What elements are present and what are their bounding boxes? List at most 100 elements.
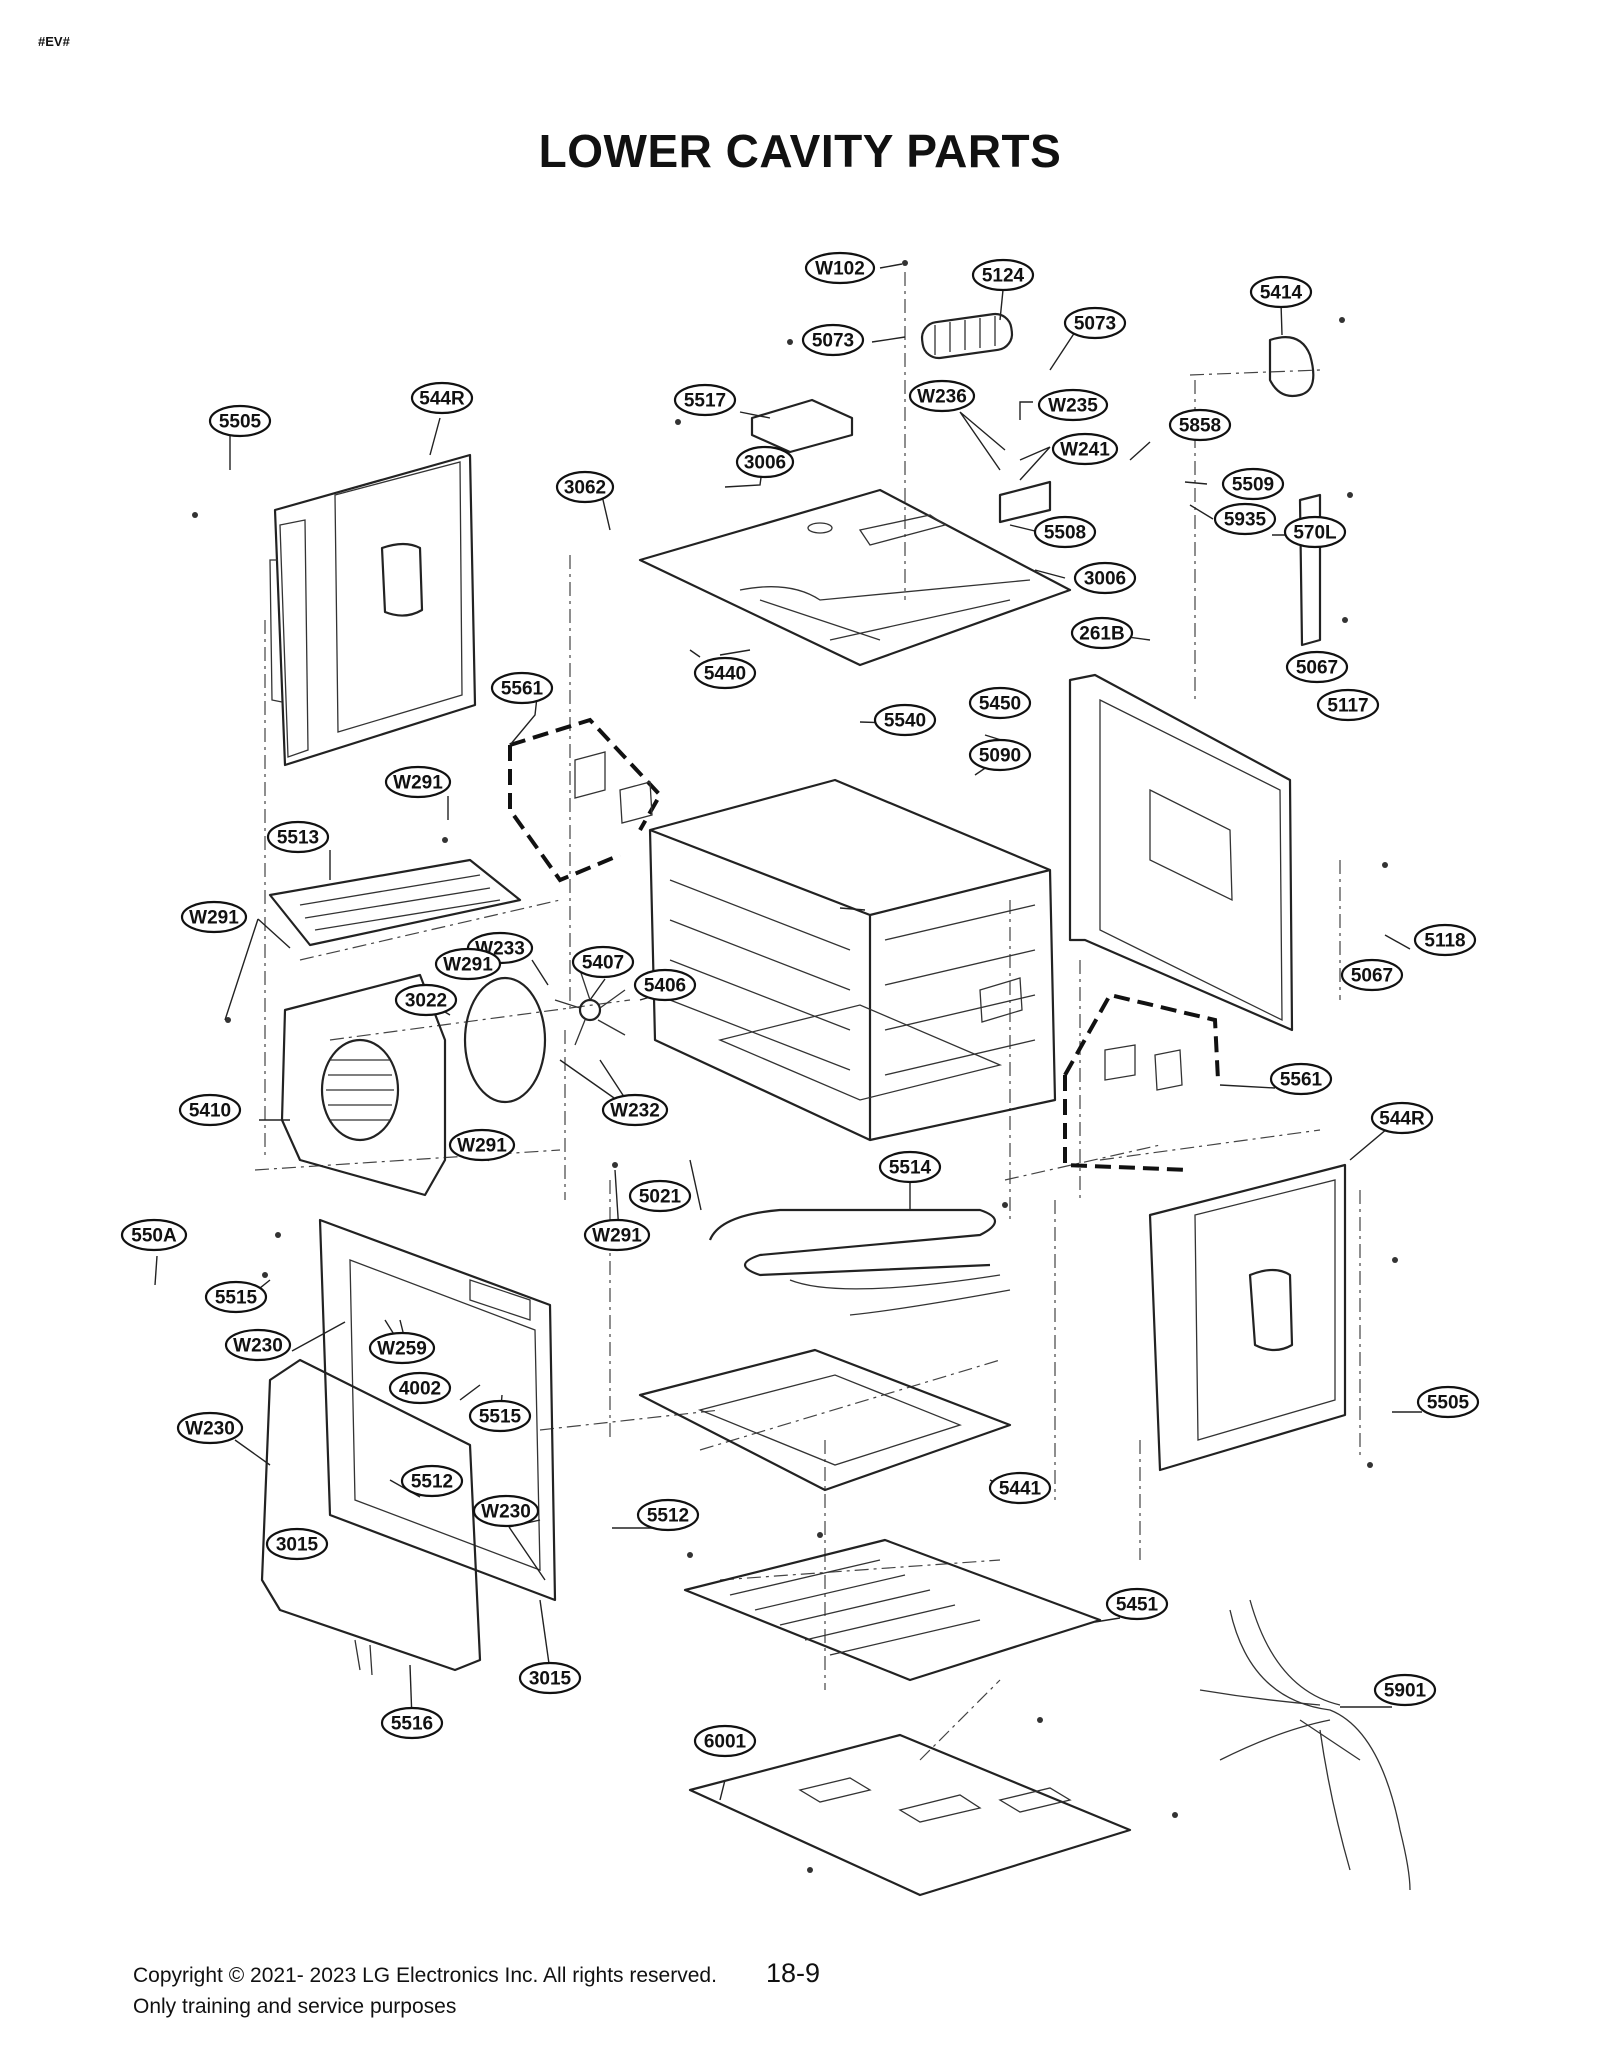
svg-text:5067: 5067 [1351, 966, 1393, 987]
convection-motor-5124 [920, 312, 1014, 360]
callout-5073: 5073 [801, 323, 865, 357]
svg-text:W102: W102 [815, 259, 865, 280]
callout-5858: 5858 [1168, 408, 1232, 442]
igniter-left [574, 751, 653, 824]
svg-text:544R: 544R [419, 389, 465, 410]
svg-text:5513: 5513 [277, 828, 319, 849]
callout-w259: W259 [368, 1331, 436, 1365]
callout-5067: 5067 [1340, 958, 1404, 992]
callout-w235: W235 [1037, 388, 1109, 422]
callout-5090: 5090 [968, 738, 1032, 772]
svg-text:5561: 5561 [501, 679, 544, 700]
callout-w230: W230 [224, 1328, 292, 1362]
callout-5073: 5073 [1063, 306, 1127, 340]
callout-5441: 5441 [988, 1471, 1052, 1505]
callout-5901: 5901 [1373, 1673, 1437, 1707]
svg-text:261B: 261B [1079, 624, 1124, 645]
igniter-right [1104, 1044, 1183, 1091]
callout-5407: 5407 [571, 945, 635, 979]
callout-w236: W236 [908, 379, 976, 413]
page-number: 18-9 [766, 1958, 821, 1988]
svg-text:3062: 3062 [564, 478, 606, 499]
svg-text:5514: 5514 [889, 1158, 932, 1179]
svg-text:W291: W291 [189, 908, 239, 929]
svg-text:5021: 5021 [639, 1187, 682, 1208]
callout-5508: 5508 [1033, 515, 1097, 549]
svg-text:550A: 550A [131, 1226, 177, 1247]
svg-text:5067: 5067 [1296, 658, 1338, 679]
callout-544r: 544R [1370, 1101, 1434, 1135]
svg-text:5410: 5410 [189, 1101, 231, 1122]
rack-5441 [638, 1348, 1012, 1492]
rear-panel-right-544R [1148, 1163, 1347, 1472]
svg-text:5512: 5512 [647, 1506, 689, 1527]
part-drawings [192, 260, 1411, 1897]
rear-panel-left-544R [269, 453, 477, 767]
callout-6001: 6001 [693, 1724, 757, 1758]
purpose-line: Only training and service purposes [133, 1995, 457, 2018]
oven-cavity [648, 778, 1057, 1142]
callout-5561: 5561 [490, 671, 554, 705]
callout-5516: 5516 [380, 1706, 444, 1740]
bake-element-5514 [708, 1208, 1011, 1316]
svg-text:W230: W230 [481, 1502, 531, 1523]
svg-text:5901: 5901 [1384, 1681, 1427, 1702]
document-tag: #EV# [38, 34, 70, 49]
svg-text:5516: 5516 [391, 1714, 433, 1735]
wire-harness-5901 [1199, 1599, 1411, 1891]
svg-text:5935: 5935 [1224, 510, 1267, 531]
callout-5021: 5021 [628, 1179, 692, 1213]
svg-text:5561: 5561 [1280, 1070, 1323, 1091]
svg-text:3006: 3006 [1084, 569, 1126, 590]
gasket-tail [354, 1639, 373, 1676]
fan-bracket-5414 [1268, 336, 1315, 398]
svg-text:W291: W291 [393, 773, 443, 794]
convection-element-3022 [463, 976, 547, 1104]
callout-3015: 3015 [518, 1661, 582, 1695]
svg-text:3022: 3022 [405, 991, 447, 1012]
callout-5406: 5406 [633, 968, 697, 1002]
svg-text:5450: 5450 [979, 694, 1021, 715]
callout-5515: 5515 [204, 1280, 268, 1314]
callout-3015: 3015 [265, 1527, 329, 1561]
callout-570l: 570L [1283, 515, 1347, 549]
igniter-group-left [508, 717, 663, 883]
callout-5117: 5117 [1316, 688, 1380, 722]
callout-4002: 4002 [388, 1371, 452, 1405]
callout-5935: 5935 [1213, 502, 1277, 536]
callout-5540: 5540 [873, 703, 937, 737]
svg-text:5117: 5117 [1327, 696, 1368, 717]
callout-261b: 261B [1070, 616, 1134, 650]
svg-text:5440: 5440 [704, 664, 746, 685]
bottom-tray-6001 [688, 1733, 1132, 1897]
svg-text:5509: 5509 [1232, 475, 1274, 496]
callout-5124: 5124 [971, 258, 1035, 292]
callout-w291: W291 [180, 900, 248, 934]
copyright-line: Copyright © 2021- 2023 LG Electronics In… [133, 1964, 717, 1987]
callout-5515: 5515 [468, 1399, 532, 1433]
svg-text:5406: 5406 [644, 976, 686, 997]
svg-text:W230: W230 [233, 1336, 283, 1357]
side-trim-570L [1298, 493, 1322, 647]
igniter-group-right [1063, 992, 1220, 1172]
callout-5517: 5517 [673, 383, 737, 417]
svg-text:5073: 5073 [812, 331, 854, 352]
svg-text:5118: 5118 [1424, 931, 1465, 952]
callout-5514: 5514 [878, 1150, 942, 1184]
callout-w291: W291 [434, 947, 502, 981]
svg-text:W291: W291 [592, 1226, 642, 1247]
callout-w291: W291 [583, 1218, 651, 1252]
callout-labels: W102 5124 5073 5073 5414 5517 W236 W235 544R 5505… [120, 251, 1480, 1758]
svg-text:5505: 5505 [219, 412, 262, 433]
svg-text:5505: 5505 [1427, 1393, 1470, 1414]
top-panel-5440 [638, 488, 1072, 667]
callout-550a: 550A [120, 1218, 188, 1252]
callout-5414: 5414 [1249, 275, 1313, 309]
callout-5067: 5067 [1285, 650, 1349, 684]
callout-5512: 5512 [400, 1464, 464, 1498]
callout-3022: 3022 [394, 983, 458, 1017]
svg-text:570L: 570L [1293, 523, 1337, 544]
svg-text:5407: 5407 [582, 953, 624, 974]
callout-3062: 3062 [555, 470, 615, 504]
callout-w230: W230 [472, 1494, 540, 1528]
